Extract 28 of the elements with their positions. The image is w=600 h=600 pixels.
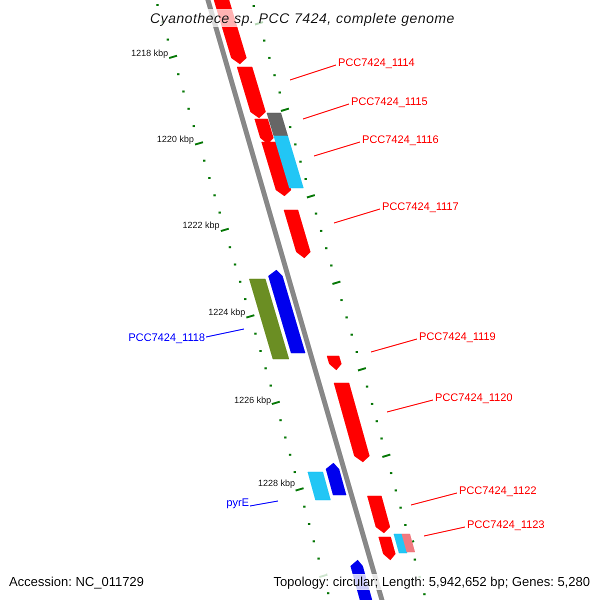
leader-line: [424, 526, 466, 536]
leader-line: [370, 338, 418, 352]
gene-label: PCC7424_1115: [351, 95, 428, 109]
gene-label: PCC7424_1123: [467, 518, 544, 532]
accession-text: Accession: NC_011729: [9, 574, 144, 590]
scale-label: 1228 kbp: [258, 478, 296, 489]
leader-line: [250, 500, 278, 506]
scale-label: 1220 kbp: [156, 134, 194, 145]
gene-label: PCC7424_1114: [338, 56, 415, 70]
gene-label: PCC7424_1119: [419, 330, 496, 344]
leader-line: [206, 328, 244, 338]
leader-line: [314, 142, 360, 156]
scale-label: 1224 kbp: [208, 307, 246, 318]
scale-label: 1222 kbp: [182, 220, 220, 231]
gene-label: PCC7424_1118: [128, 331, 205, 345]
scale-label: 1226 kbp: [234, 395, 272, 406]
gene-label: PCC7424_1117: [382, 200, 459, 214]
leader-line: [386, 400, 434, 412]
gene-label: pyrE: [226, 496, 249, 510]
leader-line: [290, 64, 336, 80]
gene-label: PCC7424_1116: [362, 133, 439, 147]
scale-label: 1218 kbp: [131, 48, 168, 59]
genome-info-text: Topology: circular; Length: 5,942,652 bp; Genes: 5,280: [273, 574, 590, 590]
leader-line: [334, 208, 380, 224]
leader-line: [302, 104, 350, 120]
gene-label: PCC7424_1122: [459, 484, 536, 498]
leader-line: [410, 492, 458, 506]
gene-label: PCC7424_1120: [435, 391, 512, 405]
